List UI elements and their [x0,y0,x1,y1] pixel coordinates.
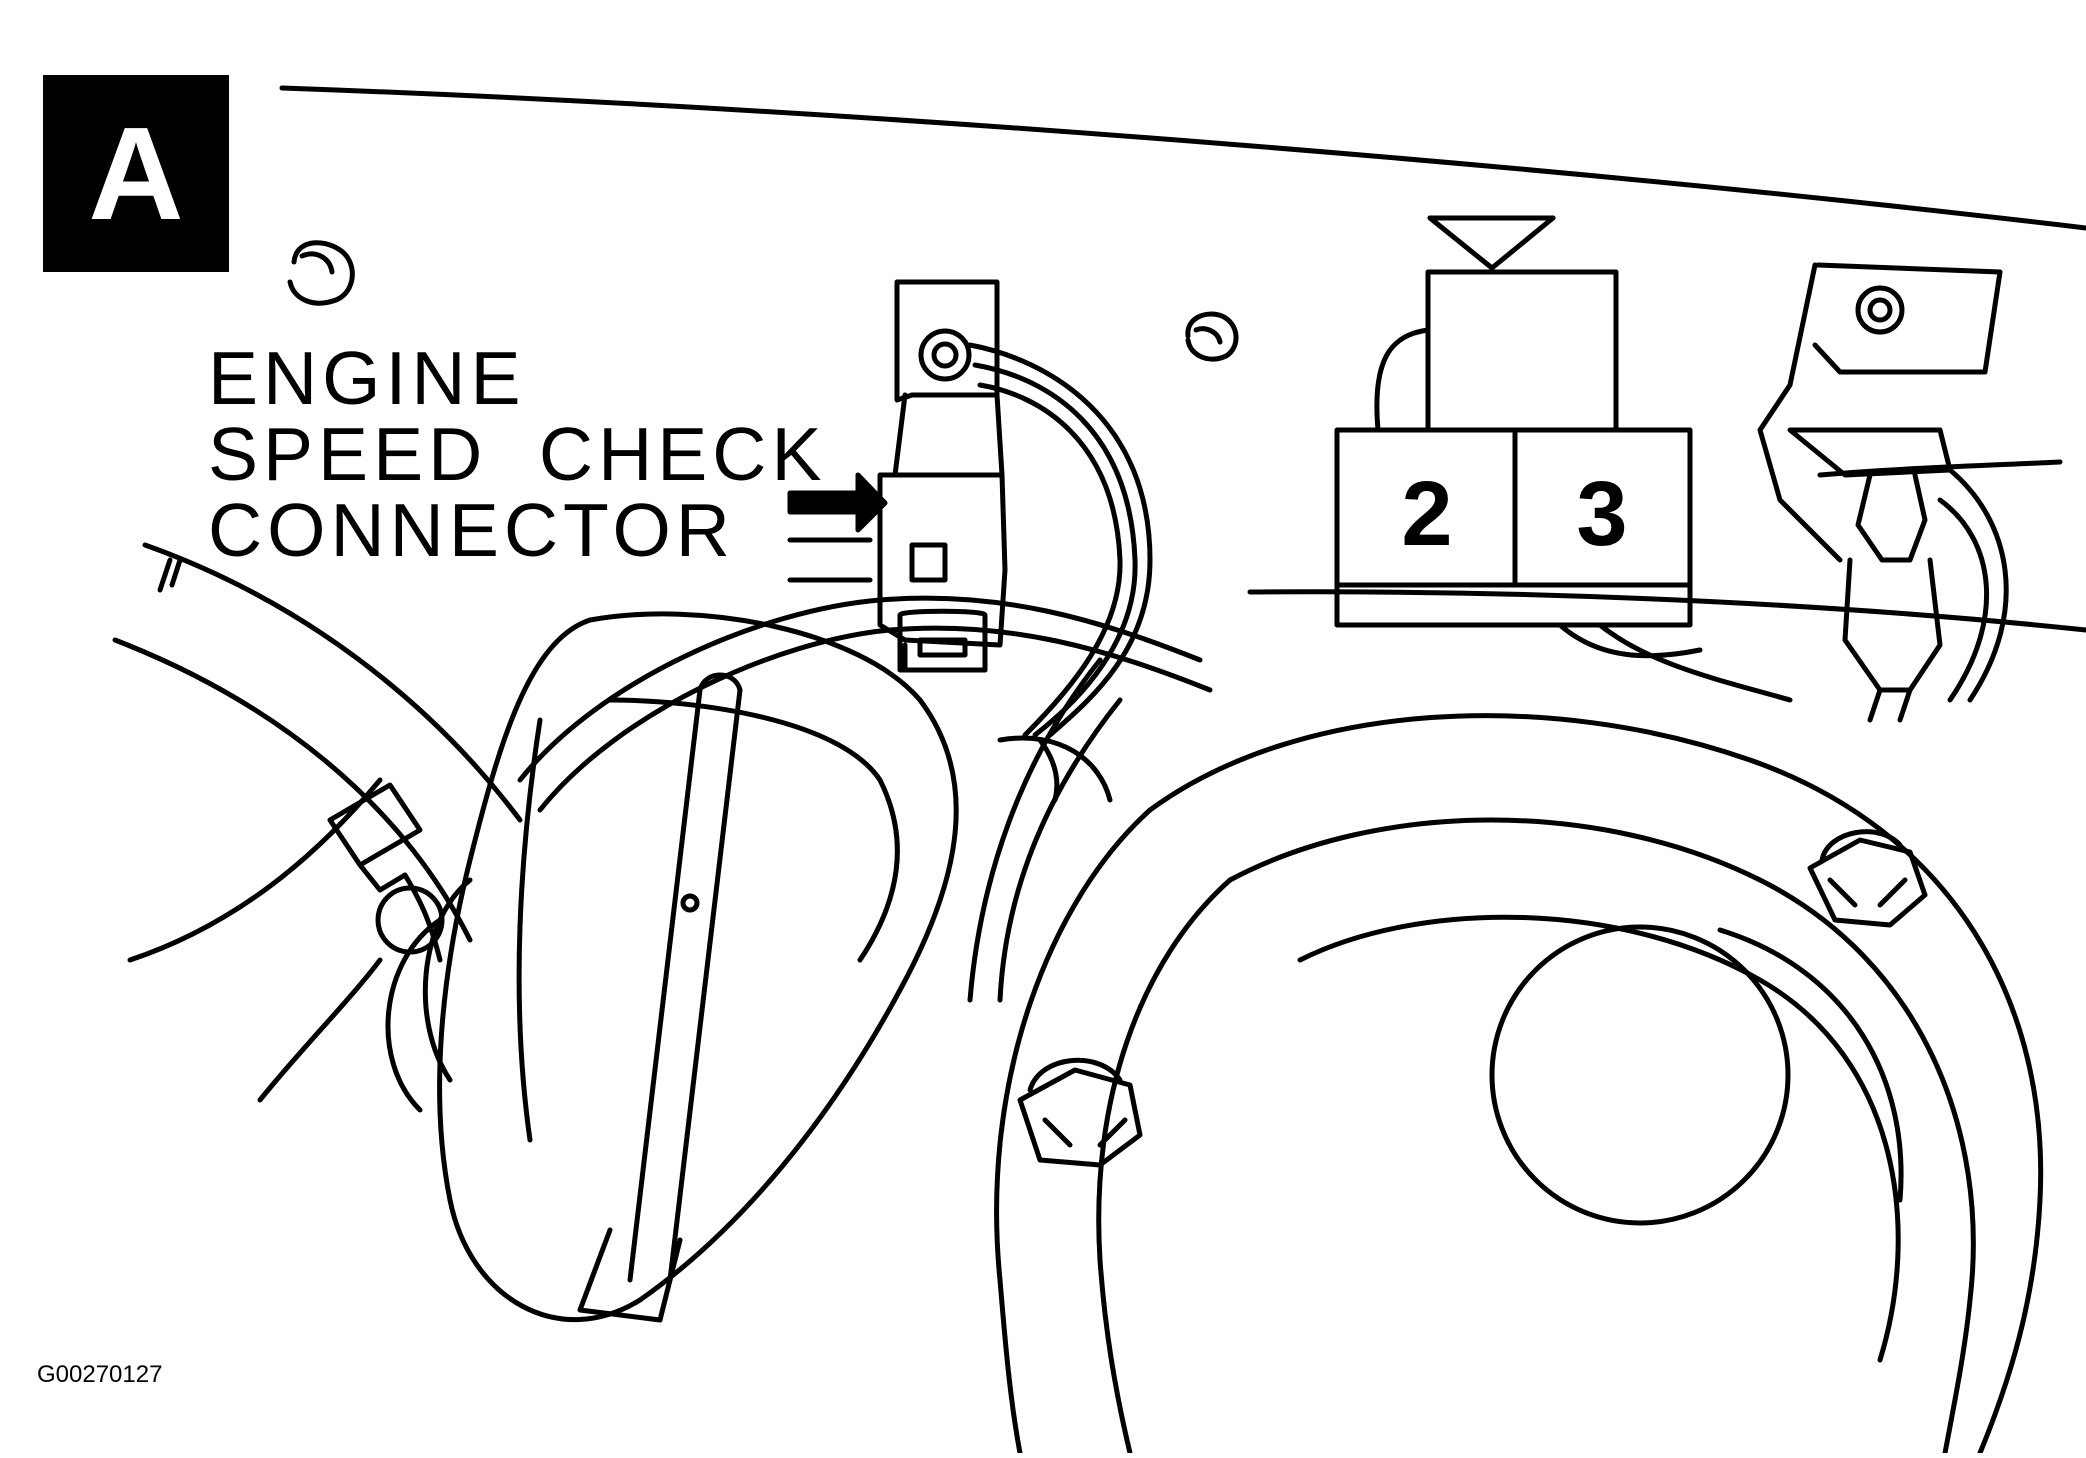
right-bracket [1757,262,2009,723]
check-connector-wires [967,342,1153,738]
relay-terminal-3: 3 [1576,463,1627,565]
callout-line-1: ENGINE [208,336,526,420]
relay-block: 2 3 [1334,215,1793,703]
callout-line-3: CONNECTOR [208,488,735,572]
panel-label: A [43,75,229,272]
left-hoses [112,542,523,1103]
strut-tower [994,713,2044,1456]
firewall-bolt-middle [1185,311,1239,362]
relay-terminal-2: 2 [1401,463,1452,565]
distributor-cap [385,611,959,1323]
callout-arrow [787,472,888,583]
figure-id: G00270127 [37,1361,163,1388]
callout-line-2: SPEED CHECK [208,412,827,496]
strut-nut-upper [1807,829,1928,928]
strut-nut-left [1017,1057,1143,1168]
firewall-bolt-left [287,240,355,306]
engine-speed-check-connector-label: ENGINE SPEED CHECK CONNECTOR [208,340,826,568]
check-connector-bracket [877,279,1008,673]
wiring-harness [517,595,1213,1003]
